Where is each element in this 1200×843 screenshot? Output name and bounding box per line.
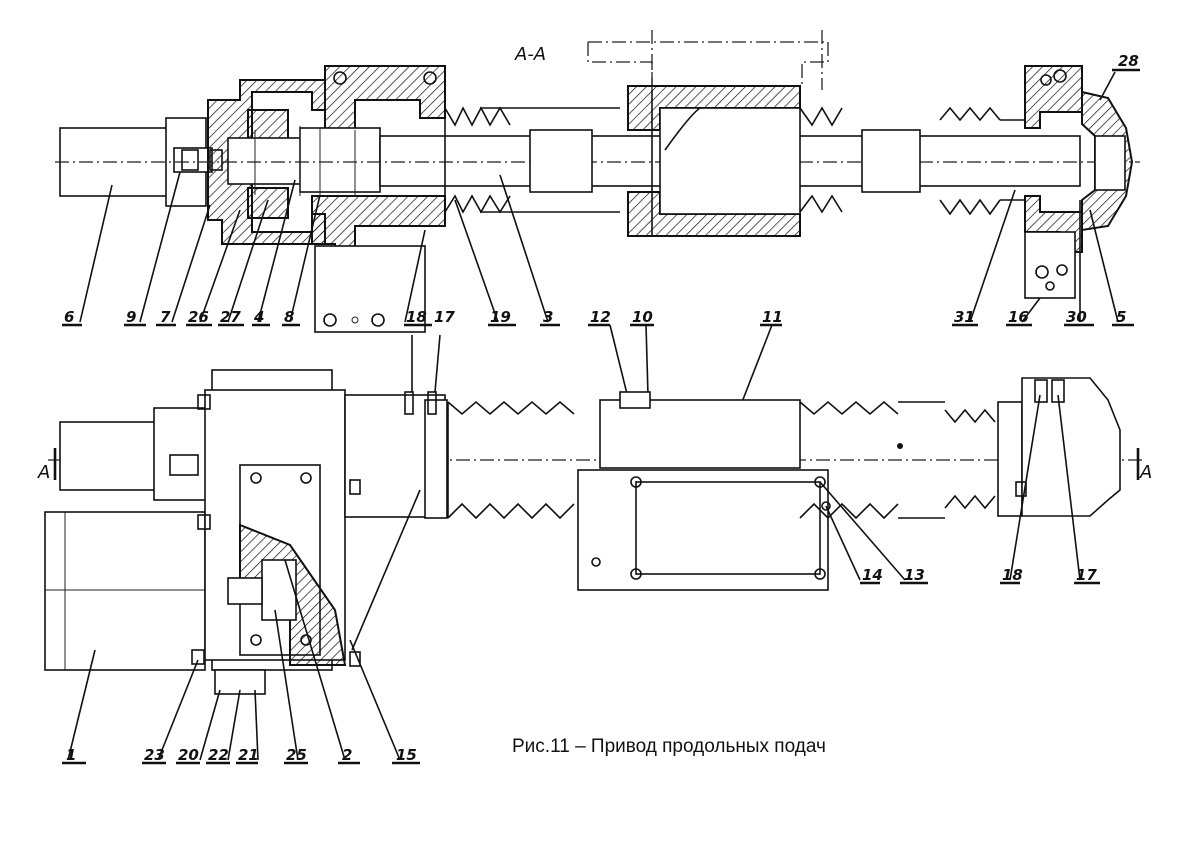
end-housing-bottom [1021, 377, 1121, 517]
label-13: 13 [904, 566, 925, 584]
label-7: 7 [160, 308, 171, 326]
bellows-left-top [444, 106, 511, 127]
section-mark-left: А [37, 462, 50, 483]
label-19: 19 [490, 308, 511, 326]
label-6: 6 [64, 308, 74, 326]
label-9: 9 [126, 308, 136, 326]
label-17-top: 17 [434, 308, 455, 326]
mounting-bracket [314, 245, 426, 333]
label-5: 5 [1116, 308, 1126, 326]
figure-caption: Рис.11 – Привод продольных подач [512, 736, 826, 757]
label-30: 30 [1066, 308, 1087, 326]
label-12: 12 [590, 308, 611, 326]
bellows-right-end [939, 106, 1001, 122]
label-23: 23 [144, 746, 165, 764]
bellows-right-top [799, 106, 843, 127]
motor-body [44, 511, 206, 671]
label-11: 11 [762, 308, 783, 326]
label-17-bottom: 17 [1076, 566, 1097, 584]
label-25: 25 [286, 746, 307, 764]
nut-carriage [599, 399, 801, 469]
top-section-view: А-А [55, 30, 1140, 421]
motor-stub [59, 421, 157, 491]
label-22: 22 [208, 746, 229, 764]
label-2: 2 [342, 746, 352, 764]
table-bracket [577, 469, 829, 591]
label-27: 27 [220, 308, 241, 326]
bearing-housing-upper [324, 65, 446, 131]
label-10: 10 [632, 308, 653, 326]
bottom-plan-view: А А [37, 334, 1152, 765]
bellows-bottom-left [447, 400, 575, 416]
label-31: 31 [954, 308, 975, 326]
label-3: 3 [543, 308, 553, 326]
section-mark-right: А [1139, 462, 1152, 483]
leader-lines-top [79, 71, 1119, 323]
gearbox-housing-section [207, 79, 326, 245]
label-26: 26 [188, 308, 209, 326]
label-20: 20 [178, 746, 199, 764]
label-4: 4 [253, 308, 264, 326]
label-8: 8 [284, 308, 294, 326]
leader-lines-bottom [67, 334, 1081, 761]
label-15: 15 [396, 746, 417, 764]
screw-nut [659, 107, 801, 215]
label-16: 16 [1008, 308, 1029, 326]
gear-wheel [261, 559, 297, 621]
right-support-upper [1024, 65, 1083, 129]
label-1: 1 [66, 746, 76, 764]
section-cut-line [588, 41, 829, 85]
bellows-bottom-right [799, 400, 899, 416]
label-18-top: 18 [406, 308, 427, 326]
label-14: 14 [862, 566, 883, 584]
section-label: А-А [514, 44, 546, 65]
label-18-bottom: 18 [1002, 566, 1023, 584]
label-21: 21 [238, 746, 259, 764]
label-28: 28 [1118, 52, 1139, 70]
